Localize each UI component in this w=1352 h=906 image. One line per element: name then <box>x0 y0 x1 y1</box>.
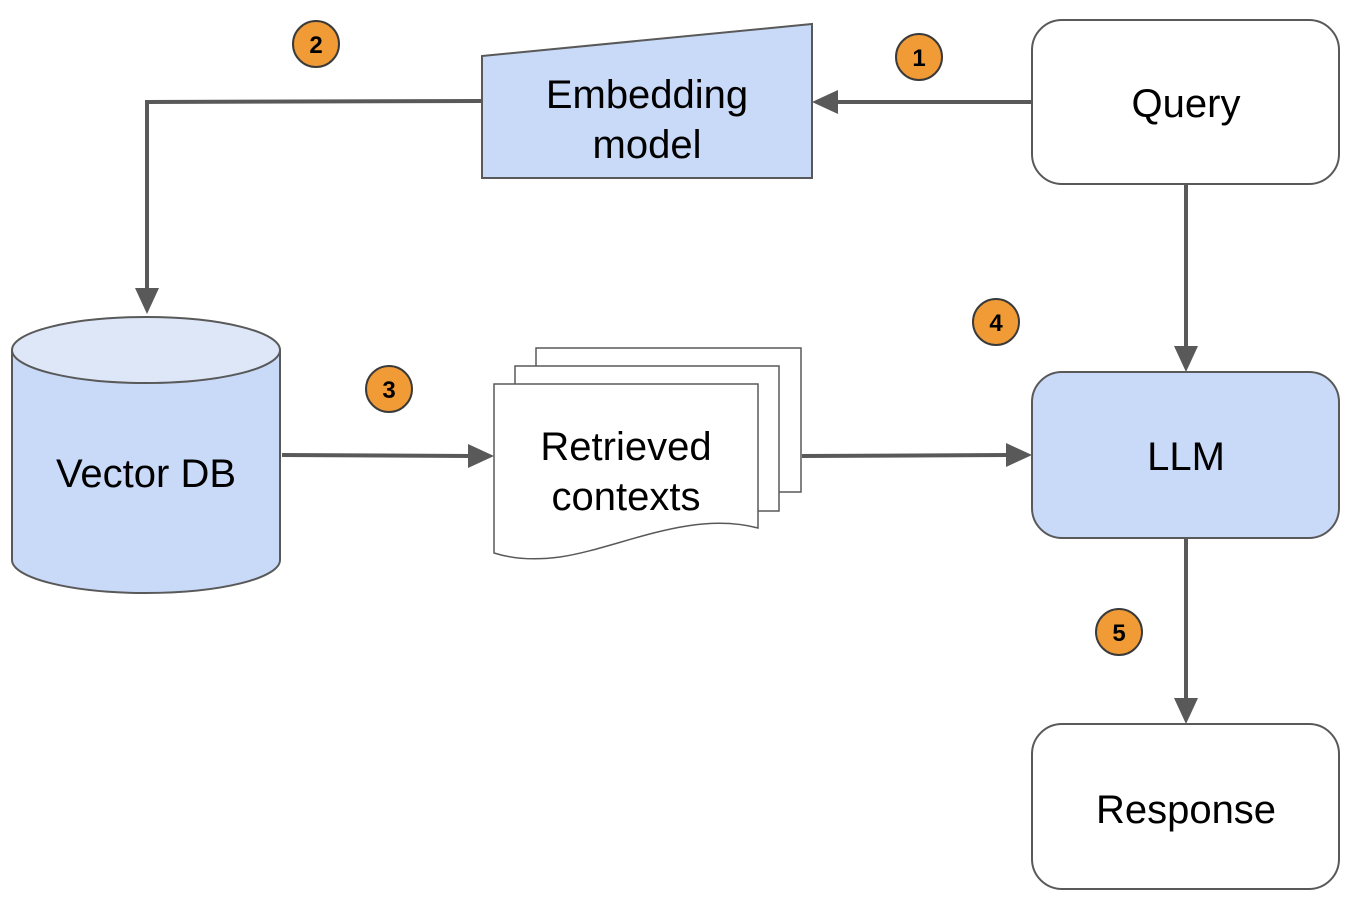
llm-node: LLM <box>1031 371 1340 539</box>
svg-text:2: 2 <box>309 32 322 59</box>
step-badge-5: 5 <box>1095 608 1143 656</box>
response-label: Response <box>1096 788 1276 832</box>
step-badge-3: 3 <box>365 365 413 413</box>
embedding-model-label-line2: model <box>593 123 702 167</box>
vector-db-top <box>11 316 281 384</box>
edge-query-to-embedding <box>812 90 1032 114</box>
llm-box <box>1031 371 1340 539</box>
embedding-model-shape <box>481 22 813 179</box>
retrieved-contexts-label-line2: contexts <box>552 475 701 519</box>
document-front <box>493 383 759 560</box>
edge-embedding-to-vectordb <box>135 99 483 314</box>
llm-label: LLM <box>1147 435 1225 479</box>
edge-contexts-to-llm <box>801 443 1032 467</box>
query-box <box>1031 19 1340 185</box>
svg-text:1: 1 <box>912 45 925 72</box>
vector-db-label: Vector DB <box>56 452 236 496</box>
edge-llm-to-response <box>1174 538 1198 724</box>
embedding-model-node: Embedding model <box>481 22 813 179</box>
query-node: Query <box>1031 19 1340 185</box>
step-badge-1: 1 <box>895 33 943 81</box>
edge-query-to-llm <box>1174 184 1198 372</box>
svg-text:3: 3 <box>382 377 395 404</box>
retrieved-contexts-node: Retrieved contexts <box>493 347 802 560</box>
step-badge-2: 2 <box>292 20 340 68</box>
step-badge-4: 4 <box>972 298 1020 346</box>
edge-vectordb-to-contexts <box>281 444 494 468</box>
response-box <box>1031 723 1340 890</box>
retrieved-contexts-label-line1: Retrieved <box>540 425 711 469</box>
vector-db-body <box>11 350 281 594</box>
response-node: Response <box>1031 723 1340 890</box>
vector-db-node: Vector DB <box>11 316 281 594</box>
svg-text:5: 5 <box>1112 620 1125 647</box>
svg-text:4: 4 <box>989 310 1003 337</box>
embedding-model-label-line1: Embedding <box>546 73 748 117</box>
query-label: Query <box>1132 82 1241 126</box>
